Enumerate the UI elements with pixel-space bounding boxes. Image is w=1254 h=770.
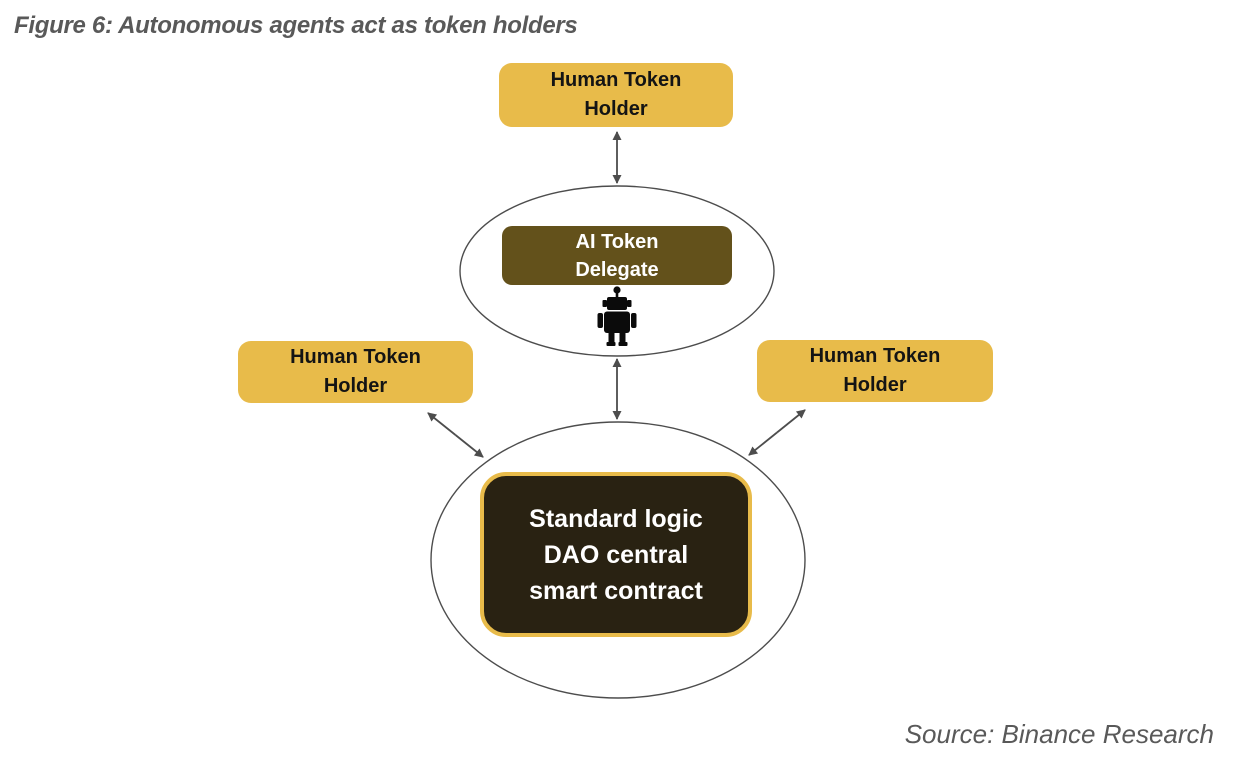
node-label-line: Standard logic [529, 504, 703, 533]
node-label-line: Human Token [809, 345, 941, 367]
node-label-line: Human Token [550, 69, 682, 91]
node-label-line: AI Token [575, 230, 659, 253]
source-credit: Source: Binance Research [904, 719, 1214, 749]
node-label-line: DAO central [543, 540, 689, 569]
node-human-token-holder-top: Human Token Holder [499, 63, 733, 127]
node-label-line: smart contract [529, 576, 703, 605]
node-label-line: Human Token [290, 346, 421, 368]
node-human-token-holder-right: Human Token Holder [757, 340, 993, 402]
node-label-line: Holder [584, 98, 648, 120]
figure-title: Figure 6: Autonomous agents act as token… [14, 12, 578, 39]
node-label-line: Holder [323, 375, 388, 397]
arrow-left-human-to-dao [427, 412, 484, 458]
node-human-token-holder-left: Human Token Holder [238, 341, 473, 403]
arrow-right-human-to-dao [748, 409, 806, 456]
node-label-line: Delegate [575, 258, 659, 281]
robot-icon [597, 286, 637, 346]
node-label-line: Holder [843, 374, 907, 396]
node-dao-central-smart-contract: Standard logic DAO central smart contrac… [480, 472, 752, 637]
node-ai-token-delegate: AI Token Delegate [502, 226, 732, 285]
